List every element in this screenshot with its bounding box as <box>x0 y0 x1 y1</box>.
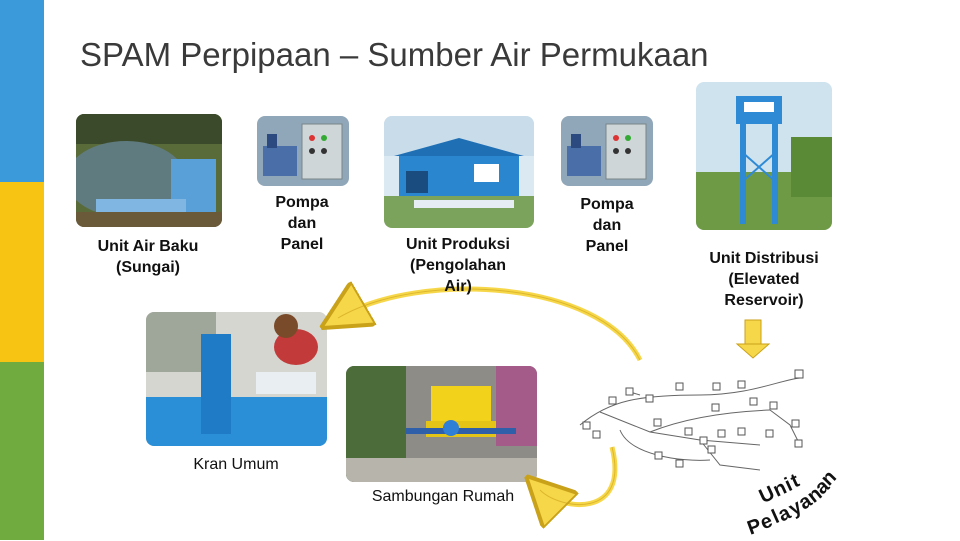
pump1-label: Pompa dan Panel <box>258 192 346 255</box>
pump-panel-photo-2 <box>561 116 653 186</box>
raw-water-label-line1: Unit Air Baku <box>97 238 199 255</box>
production-label: Unit Produksi (Pengolahan Air) <box>388 234 528 297</box>
accent-stripe-green <box>0 362 44 540</box>
pump2-label-line3: Panel <box>585 238 629 255</box>
house-connection-photo <box>346 366 537 482</box>
slide-title: SPAM Perpipaan – Sumber Air Permukaan <box>80 36 709 73</box>
production-label-line1: Unit Produksi <box>405 236 510 253</box>
public-tap-label: Kran Umum <box>193 456 279 473</box>
house-connection-label: Sambungan Rumah <box>371 488 515 505</box>
distribution-label-line2: (Elevated <box>728 271 800 288</box>
pump2-label: Pompa dan Panel <box>562 194 652 257</box>
down-arrow <box>735 319 771 359</box>
distribution-label-line3: Reservoir) <box>724 292 804 309</box>
pump1-label-line2: dan <box>287 215 317 232</box>
raw-water-label: Unit Air Baku (Sungai) <box>80 236 216 278</box>
accent-stripe-yellow <box>0 182 44 362</box>
pump2-label-line2: dan <box>592 217 622 234</box>
elevated-reservoir-photo <box>696 82 832 230</box>
pump1-label-line3: Panel <box>280 236 324 253</box>
distribution-label: Unit Distribusi (Elevated Reservoir) <box>694 248 834 311</box>
raw-water-photo <box>76 114 222 227</box>
pump2-label-line1: Pompa <box>580 196 634 213</box>
distribution-network-sketch <box>579 377 801 471</box>
distribution-label-line1: Unit Distribusi <box>709 250 819 267</box>
curve-arrow-to-house-connection <box>540 446 618 505</box>
curve-arrow-to-public-tap <box>338 289 643 362</box>
production-label-line2: (Pengolahan <box>409 257 506 274</box>
network-node-icons <box>582 369 804 468</box>
production-label-line3: Air) <box>444 278 472 295</box>
public-tap-photo <box>146 312 327 446</box>
pump1-label-line1: Pompa <box>275 194 329 211</box>
raw-water-label-line2: (Sungai) <box>116 259 180 276</box>
pump-panel-photo-1 <box>257 116 349 186</box>
production-unit-photo <box>384 116 534 228</box>
accent-stripe-blue <box>0 0 44 182</box>
